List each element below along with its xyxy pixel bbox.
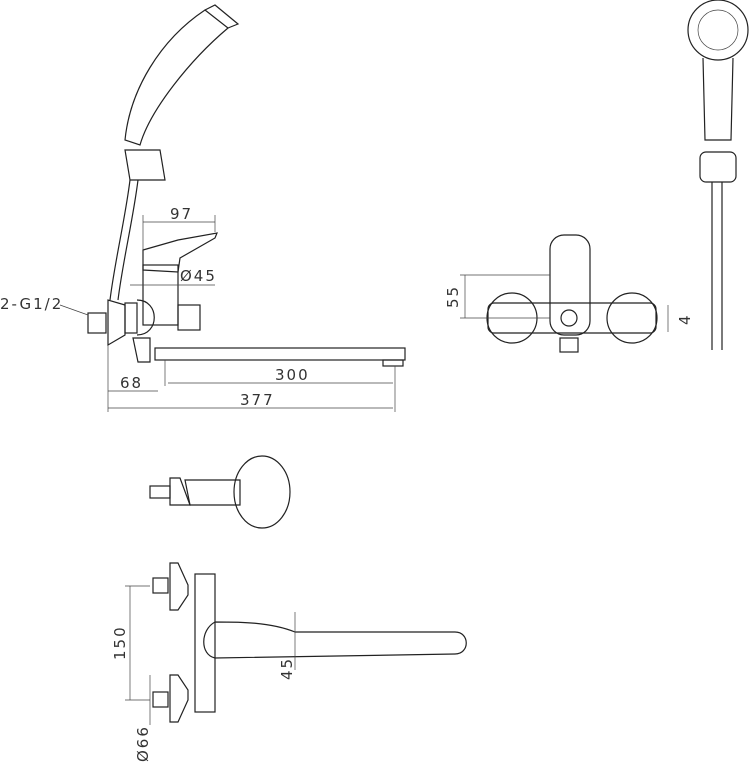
holder-front bbox=[699, 151, 737, 183]
holder bbox=[124, 149, 166, 181]
flange bbox=[107, 299, 126, 347]
lever bbox=[142, 232, 218, 273]
diverter bbox=[177, 304, 201, 331]
dim-68: 68 bbox=[120, 374, 143, 392]
dim-97: 97 bbox=[170, 205, 193, 223]
dim-thread: 2-G1/2 bbox=[0, 295, 63, 313]
body bbox=[142, 264, 179, 326]
hand-shower-side bbox=[124, 9, 229, 146]
side-view: 97 Ø45 2-G1/2 68 300 377 bbox=[0, 4, 406, 412]
spout-bottom bbox=[203, 621, 467, 659]
hose-front bbox=[711, 182, 723, 350]
eccentric-fitting bbox=[87, 312, 107, 334]
hand-shower-front bbox=[687, 0, 749, 350]
spout bbox=[154, 347, 406, 361]
body-bottom bbox=[194, 573, 216, 713]
dim-150: 150 bbox=[111, 625, 129, 660]
dim-flange-diameter: Ø66 bbox=[134, 725, 152, 762]
dim-377: 377 bbox=[240, 391, 275, 409]
front-view: 55 4 bbox=[444, 234, 694, 353]
dim-45: 45 bbox=[278, 657, 296, 680]
lever-top bbox=[233, 455, 291, 529]
dim-55: 55 bbox=[444, 285, 462, 308]
bottom-view: 150 45 Ø66 bbox=[111, 562, 467, 762]
dim-4: 4 bbox=[676, 313, 694, 325]
lever-front bbox=[549, 234, 591, 336]
shower-hose bbox=[109, 179, 139, 301]
top-view bbox=[149, 455, 291, 529]
dim-handle-diameter: Ø45 bbox=[180, 267, 217, 285]
dim-300: 300 bbox=[275, 366, 310, 384]
